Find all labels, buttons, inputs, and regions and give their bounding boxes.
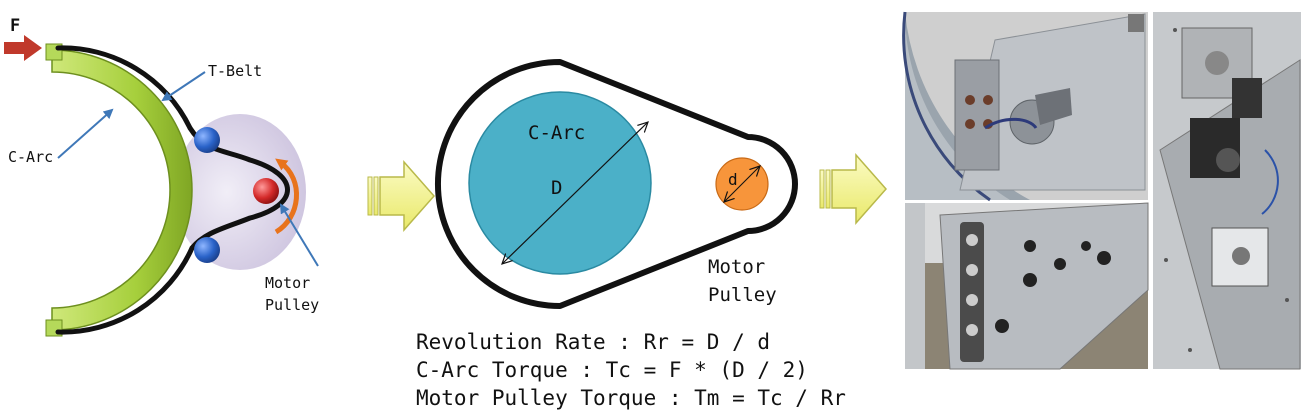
optical-table-photo: [1153, 12, 1301, 370]
middle-diagram: [435, 59, 798, 309]
hardware-plate-photo: [905, 202, 1149, 370]
flow-arrow-2: [819, 153, 888, 225]
motor-pulley-roller: [253, 178, 279, 204]
arc-callout-arrow: [57, 108, 114, 159]
t-belt: [55, 45, 290, 335]
t-belt-label: T-Belt: [208, 62, 263, 80]
large-diameter-line: [502, 122, 648, 264]
idler-roller-top: [194, 127, 220, 153]
motor-pulley-label-line2: Pulley: [265, 296, 320, 314]
large-diameter-label: D: [551, 177, 563, 199]
motor-pulley-label-mid-line2: Pulley: [708, 284, 777, 306]
revolution-rate-equation: Revolution Rate : Rr = D / d: [416, 330, 771, 354]
belt-callout-arrow: [161, 71, 206, 102]
force-label: F: [10, 16, 21, 36]
small-diameter-label: d: [728, 170, 738, 189]
small-diameter-line: [724, 166, 760, 202]
c-arc-pulley-label: C-Arc: [528, 122, 586, 144]
c-arc-label: C-Arc: [8, 148, 54, 166]
pulley-callout-arrow: [279, 203, 319, 267]
c-arc-shape: [51, 49, 193, 331]
motor-pulley-label-mid-line1: Motor: [708, 256, 766, 278]
arc-torque-equation: C-Arc Torque : Tc = F * (D / 2): [416, 358, 808, 382]
flow-arrow-1: [367, 160, 436, 232]
motor-pulley-label-line1: Motor: [265, 274, 311, 292]
idler-roller-bottom: [194, 237, 220, 263]
cad-render-photo: [902, 11, 1148, 202]
left-diagram: [4, 35, 319, 337]
rotation-arrow: [274, 158, 299, 235]
pulley-torque-equation: Motor Pulley Torque : Tm = Tc / Rr: [416, 386, 846, 410]
force-arrow: [4, 35, 42, 61]
